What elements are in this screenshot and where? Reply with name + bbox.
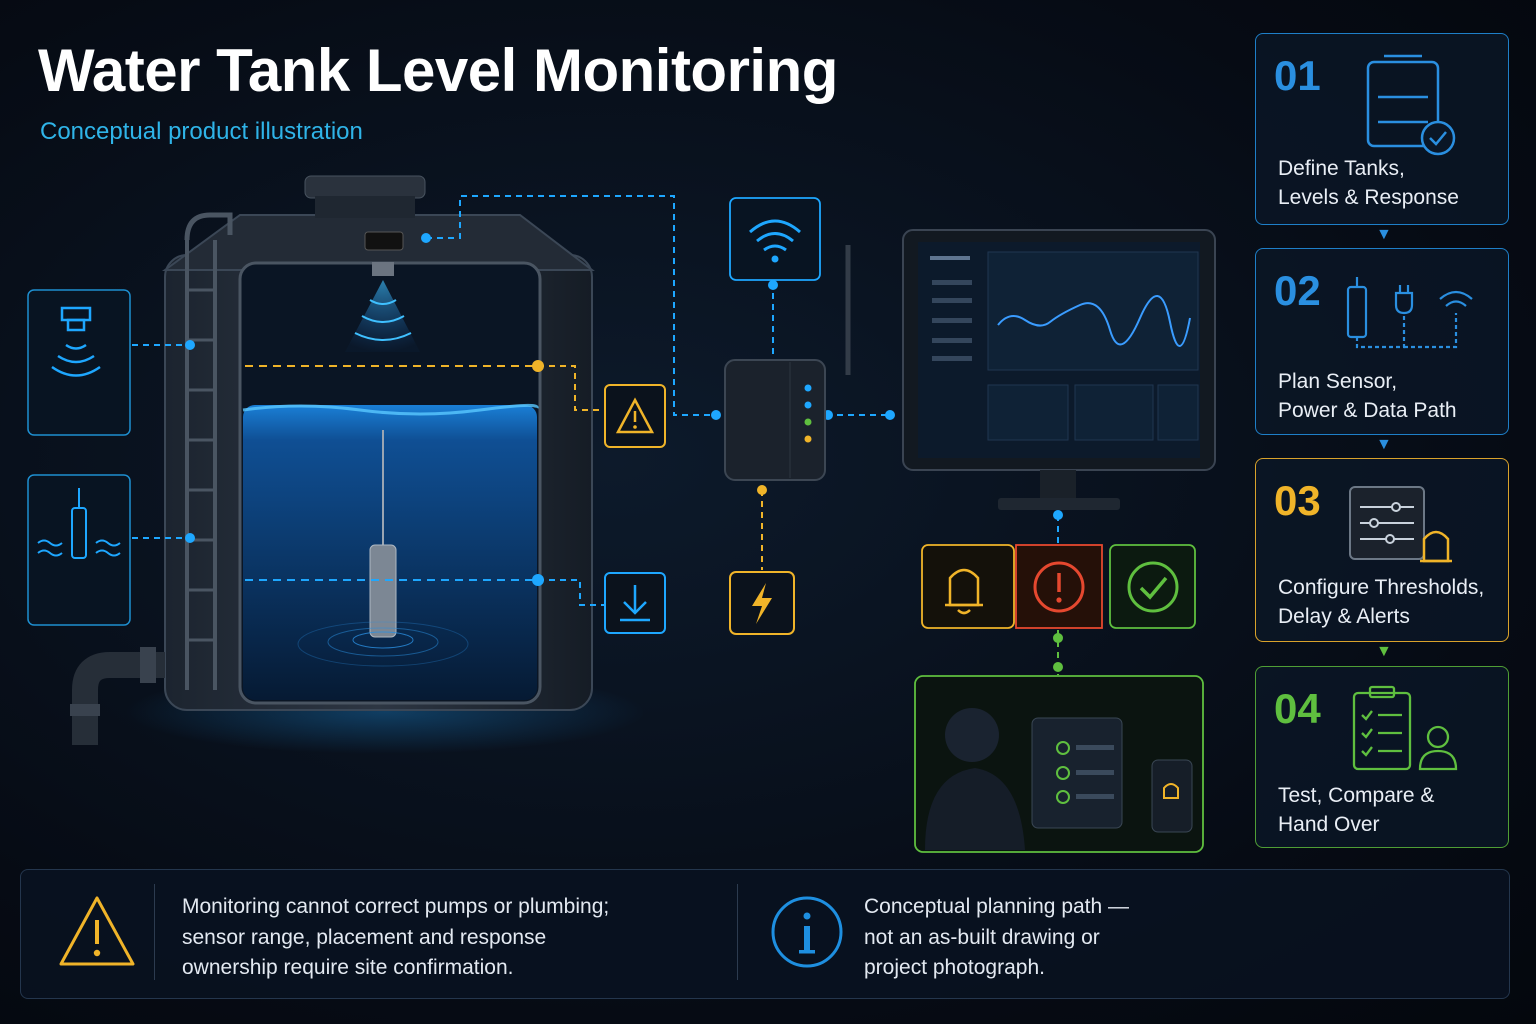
info-line1: Conceptual planning path — [864,895,1130,918]
system-diagram [27,175,1216,853]
operator-laptop-phone [914,675,1204,853]
step-label-line1: Define Tanks, [1278,157,1405,180]
divider [737,884,738,980]
info-icon [771,896,843,968]
page-subtitle: Conceptual product illustration [40,118,363,145]
submersible-sensor-card [27,474,131,626]
step-label-line2: Levels & Response [1278,186,1459,209]
high-level-warning-icon [604,384,666,448]
wifi-icon [729,197,821,281]
ultrasonic-sensor-icon [51,306,101,377]
caveat-line3: ownership require site confirmation. [182,956,514,979]
step-number: 03 [1274,477,1321,524]
step-card-03: 03 Configure Thresholds, Delay & Alerts [1255,458,1509,642]
tank-check-icon [1366,54,1456,156]
step-card-04: 04 Test, Compare & Hand Over [1255,666,1509,848]
warning-icon [59,896,135,966]
caveat-note: Monitoring cannot correct pumps or plumb… [182,892,609,984]
divider [154,884,155,980]
info-line3: project photograph. [864,956,1045,979]
step-card-02: 02 Plan Sensor, Power & Data Path [1255,248,1509,435]
ultrasonic-sensor-card [27,289,131,436]
step-card-01: 01 Define Tanks, Levels & Response [1255,33,1509,225]
lightning-icon [729,571,795,635]
download-arrow-icon [604,572,666,634]
notes-bar: Monitoring cannot correct pumps or plumb… [20,869,1510,999]
step-number: 01 [1274,52,1321,99]
step-number: 04 [1274,685,1321,732]
step-label-line2: Power & Data Path [1278,399,1457,422]
checklist-user-icon [1352,685,1458,771]
sensor-plug-wifi-icon [1346,277,1473,349]
alert-status-strip [921,544,1196,629]
step-label-line2: Hand Over [1278,813,1380,836]
caveat-line1: Monitoring cannot correct pumps or plumb… [182,895,610,918]
monitor-dashboard [902,229,1216,510]
step-arrow-icon: ▼ [1376,436,1392,453]
step-number: 02 [1274,267,1321,314]
bell-icon [945,568,983,615]
step-arrow-icon: ▼ [1376,226,1392,243]
submersible-sensor-icon [37,488,121,559]
caveat-line2: sensor range, placement and response [182,925,547,949]
info-line2: not an as-built drawing or [864,925,1100,949]
info-note: Conceptual planning path — not an as-bui… [864,892,1129,984]
gateway-device [724,245,851,481]
water-tank [70,175,645,754]
step-label-line2: Delay & Alerts [1278,605,1410,628]
alert-icon [1033,561,1085,613]
step-label-line1: Configure Thresholds, [1278,576,1485,599]
step-arrow-icon: ▼ [1376,643,1392,660]
check-icon [1127,561,1179,613]
sliders-bell-icon [1349,486,1452,563]
step-label-line1: Plan Sensor, [1278,370,1398,393]
page-title: Water Tank Level Monitoring [38,37,838,104]
step-label-line1: Test, Compare & [1278,784,1435,807]
